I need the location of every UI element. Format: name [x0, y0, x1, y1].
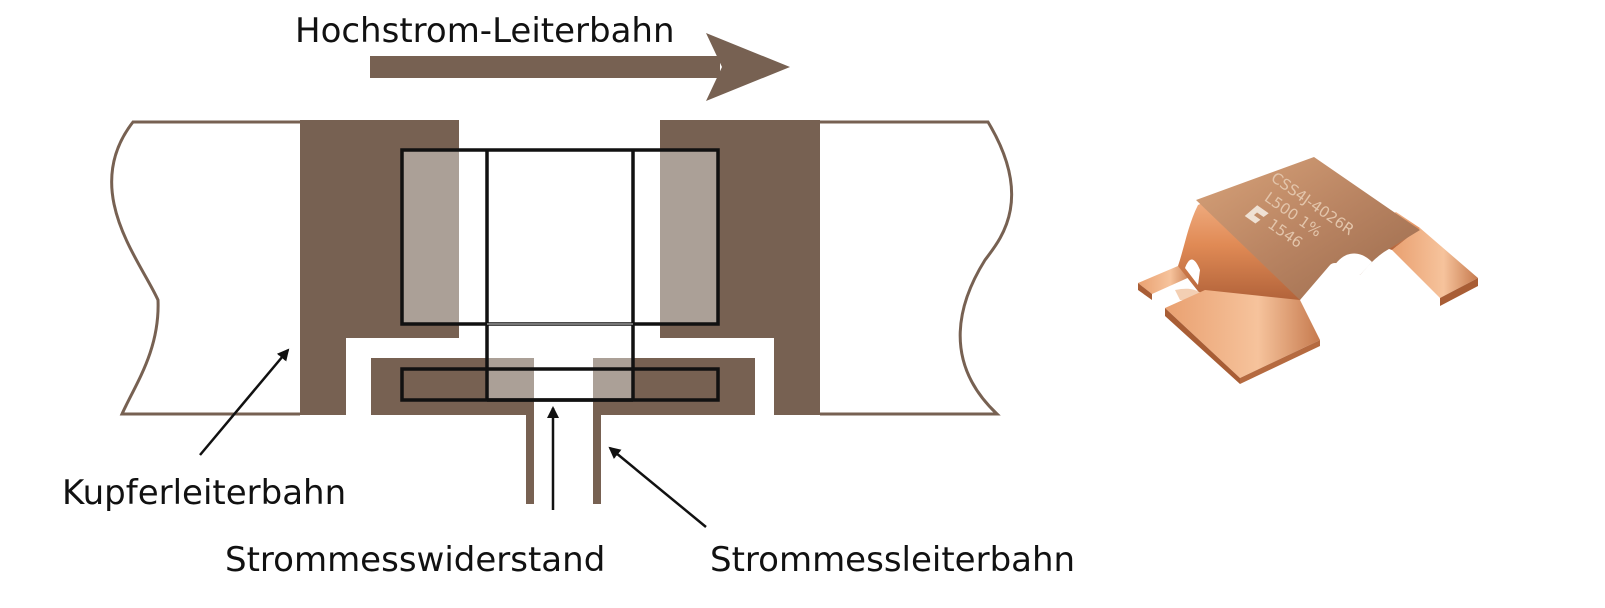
pad-left-upper: [402, 150, 459, 324]
sense-gap-lower: [534, 400, 593, 416]
pad-sense-left: [487, 358, 534, 400]
flow-arrow-shaft: [370, 56, 720, 78]
resistor-label: Strommesswiderstand: [225, 540, 605, 580]
manufacturer-logo-icon: [1244, 205, 1269, 224]
flow-label: Hochstrom-Leiterbahn: [295, 11, 675, 51]
arrow-pointer-icon: [199, 348, 290, 456]
pad-sense-right: [593, 358, 633, 400]
sense-lead-left: [526, 415, 534, 504]
left-board-outline: [110, 120, 300, 416]
sense-lead-right: [593, 415, 601, 504]
arrow-pointer-icon: [608, 446, 707, 528]
shunt-resistor-component: CSS4J-4026R L500 1% 1546: [1138, 157, 1478, 384]
right-arrow-icon: [706, 33, 790, 101]
sense-trace-label: Strommessleiterbahn: [710, 540, 1075, 580]
copper-trace-label: Kupferleiterbahn: [62, 473, 346, 513]
flow-arrow: [370, 33, 790, 101]
pad-right-upper: [660, 150, 717, 324]
right-board-outline: [820, 120, 1014, 416]
resistor-outline: [400, 148, 720, 402]
